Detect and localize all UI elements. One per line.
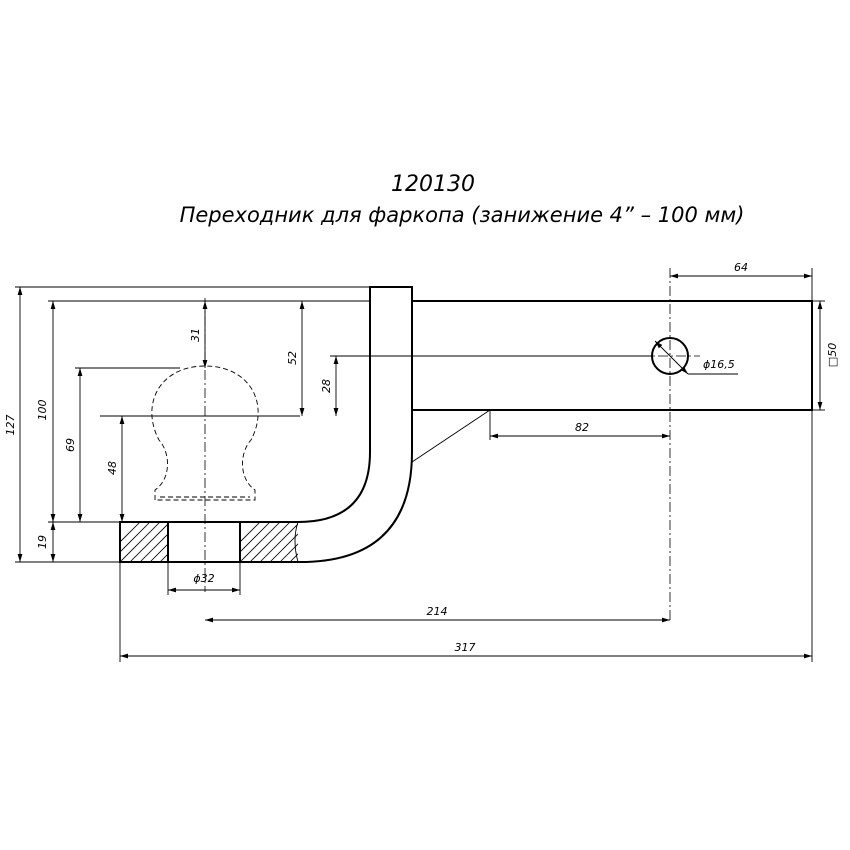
dim-square-50: □50 xyxy=(826,343,839,367)
dim-100: 100 xyxy=(36,400,49,421)
hitch-shank xyxy=(411,300,813,463)
extension-lines xyxy=(15,268,825,662)
dimension-labels: 64 □50 ϕ16,5 82 214 317 ϕ32 127 100 69 4… xyxy=(4,261,839,654)
part-name: Переходник для фаркопа (занижение 4” – 1… xyxy=(180,203,745,227)
dim-28: 28 xyxy=(320,379,333,393)
dim-127: 127 xyxy=(4,415,17,436)
plate-section xyxy=(120,521,299,563)
pin-hole xyxy=(640,268,700,620)
dim-64: 64 xyxy=(734,261,748,274)
dim-31: 31 xyxy=(189,328,202,342)
hatch-right xyxy=(240,522,298,562)
hatch-left xyxy=(120,522,168,562)
riser-bar xyxy=(119,286,413,563)
dimension-lines xyxy=(17,273,823,659)
part-number: 120130 xyxy=(391,172,475,197)
dim-hole-16-5: ϕ16,5 xyxy=(703,358,735,371)
dim-52: 52 xyxy=(286,351,299,365)
dim-214: 214 xyxy=(427,605,448,618)
dim-317: 317 xyxy=(455,641,476,654)
dim-69: 69 xyxy=(64,438,77,452)
dim-neck-32: ϕ32 xyxy=(193,572,214,585)
dim-19: 19 xyxy=(36,535,49,549)
dim-48: 48 xyxy=(106,461,119,475)
dim-82: 82 xyxy=(575,421,589,434)
